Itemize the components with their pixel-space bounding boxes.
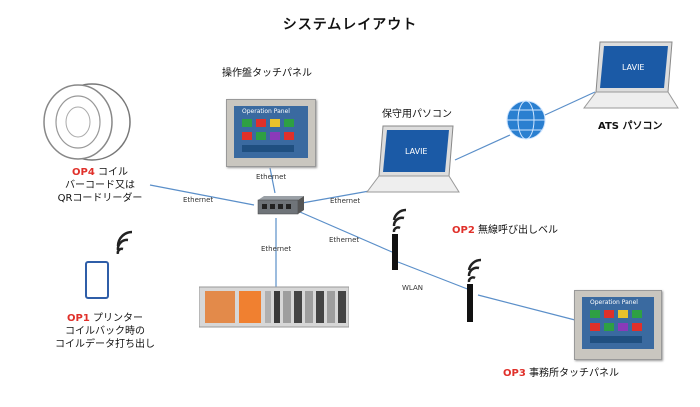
eth-label-reader: Ethernet	[183, 196, 214, 204]
op2-label: OP2 無線呼び出しベル	[452, 224, 558, 237]
op1-code: OP1	[67, 313, 90, 324]
touch-panel-device: Operation Panel	[226, 99, 316, 167]
eth-label-pc: Ethernet	[330, 197, 361, 205]
office-touch-panel-screen: Operation Panel	[582, 297, 654, 349]
eth-label-antenna: Ethernet	[329, 236, 360, 244]
op2-text: 無線呼び出しベル	[477, 225, 558, 236]
op4-label: OP4 コイル バーコード又は QRコードリーダー	[40, 166, 160, 205]
ats-pc-label: ATS パソコン	[598, 121, 663, 132]
diagram-title: システムレイアウト	[282, 17, 418, 33]
ats-laptop-brand: LAVIE	[622, 63, 645, 72]
link-reader-hub	[149, 184, 255, 206]
op1-line3: コイルデータ打ち出し	[55, 339, 155, 350]
maint-pc-label: 保守用パソコン	[382, 109, 452, 120]
wireless-bell-antenna-icon	[392, 208, 407, 270]
touch-panel-screen: Operation Panel	[234, 106, 308, 158]
wlan-antenna-icon	[467, 258, 482, 322]
office-panel-header: Operation Panel	[590, 299, 638, 306]
op4-line3: QRコードリーダー	[57, 193, 143, 204]
link-pc-hub	[301, 189, 376, 204]
eth-label-plc: Ethernet	[261, 245, 292, 253]
op2-code: OP2	[452, 225, 475, 236]
link-globe-ats	[544, 91, 596, 116]
wlan-label: WLAN	[402, 284, 424, 292]
op4-line1: コイル	[97, 167, 128, 178]
network-switch-icon	[254, 194, 304, 216]
link-antenna-wifi	[397, 261, 471, 291]
coil-reel-icon	[43, 83, 131, 161]
link-wlan-office	[477, 294, 576, 321]
maint-laptop-icon: LAVIE	[366, 125, 460, 193]
op3-label: OP3 事務所タッチパネル	[503, 367, 619, 380]
op4-code: OP4	[72, 167, 95, 178]
printer-wifi-icon	[116, 230, 133, 254]
op1-label: OP1 プリンター コイルバック時の コイルデータ打ち出し	[30, 312, 180, 351]
op1-line2: コイルバック時の	[65, 326, 145, 337]
plc-rack	[198, 285, 350, 330]
office-touch-panel-device: Operation Panel	[574, 290, 662, 360]
touch-panel-header: Operation Panel	[242, 108, 290, 115]
ats-laptop-icon: LAVIE	[583, 41, 679, 109]
op1-line1: プリンター	[92, 313, 143, 324]
maint-laptop-brand: LAVIE	[405, 147, 428, 156]
link-hub-antenna	[299, 211, 393, 253]
op3-code: OP3	[503, 368, 526, 379]
internet-globe-icon	[506, 100, 546, 140]
touch-panel-label: 操作盤タッチパネル	[222, 68, 312, 79]
link-panel-hub	[269, 167, 276, 194]
op4-line2: バーコード又は	[65, 180, 135, 191]
eth-label-panel: Ethernet	[256, 173, 287, 181]
link-pc-globe	[454, 134, 511, 161]
printer-device-icon	[85, 261, 109, 299]
op3-text: 事務所タッチパネル	[528, 368, 619, 379]
